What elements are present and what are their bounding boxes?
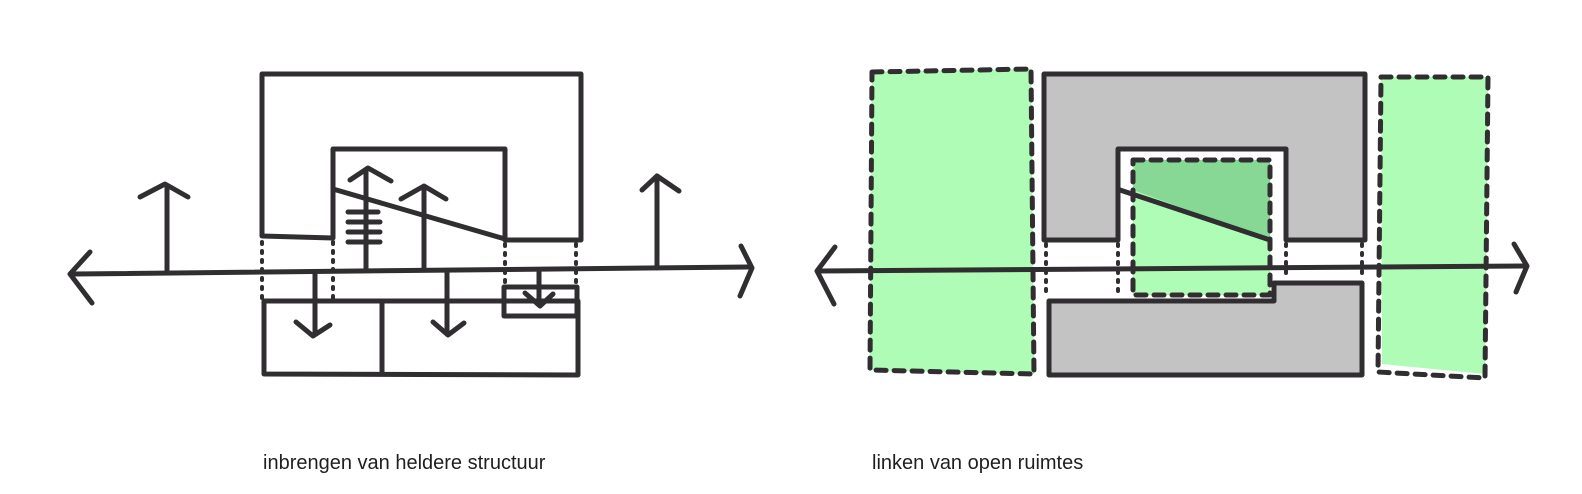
ramp-line [1117, 187, 1273, 243]
lower-building-fill [1049, 283, 1362, 375]
lower-building-outline [261, 298, 581, 378]
open-space-right-fill [1381, 77, 1488, 374]
arrow-down-icon [522, 269, 556, 309]
lower-building-outline [1046, 280, 1365, 378]
courtyard-outline [1130, 157, 1273, 298]
stairs-icon [345, 209, 383, 245]
ramp-line [330, 186, 508, 242]
open-space-left-fill [870, 69, 1034, 374]
open-space-right-outline [1375, 74, 1491, 381]
diagram-structure [67, 71, 755, 378]
caption-open-spaces: linken van open ruimtes [872, 452, 1084, 474]
arrow-up-icon [639, 173, 682, 271]
upper-building-fill [1044, 74, 1365, 240]
arrow-up-icon [398, 183, 449, 271]
arrow-down-icon [430, 269, 467, 338]
axis-double-arrow [814, 241, 1530, 307]
arrow-down-icon [293, 271, 333, 339]
axis-double-arrow [67, 243, 755, 306]
arrow-up-icon [347, 165, 394, 273]
small-unit-box [501, 284, 580, 319]
arrow-up-icon [137, 181, 191, 275]
upper-building-outline [259, 71, 584, 243]
diagram-open-spaces [814, 66, 1530, 381]
upper-building-outline [1041, 71, 1368, 243]
caption-structure: inbrengen van heldere structuur [263, 452, 546, 474]
courtyard-upper-fill [1133, 160, 1270, 240]
